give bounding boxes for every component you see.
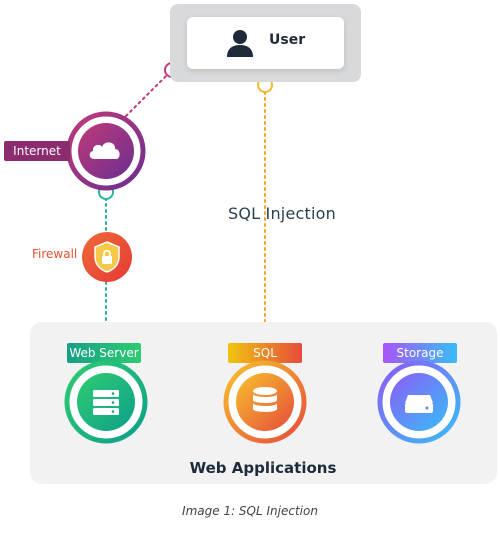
web-applications-title: Web Applications bbox=[189, 459, 337, 477]
firewall-node bbox=[82, 232, 132, 282]
database-icon bbox=[253, 387, 277, 412]
user-label: User bbox=[269, 32, 306, 48]
firewall-label: Firewall bbox=[32, 247, 78, 261]
shield-lock-icon bbox=[94, 241, 120, 273]
storage-node bbox=[377, 360, 461, 444]
sql-node bbox=[223, 360, 307, 444]
internet-node bbox=[66, 111, 146, 191]
server-icon bbox=[93, 390, 119, 415]
storage-drive-icon bbox=[405, 395, 433, 413]
user-node: User bbox=[187, 17, 344, 69]
internet-label: Internet bbox=[4, 141, 70, 161]
storage-label: Storage bbox=[383, 343, 457, 363]
web-server-node bbox=[64, 360, 148, 444]
sql-injection-label: SQL Injection bbox=[228, 204, 336, 223]
web-server-label: Web Server bbox=[67, 343, 141, 363]
cloud-icon bbox=[89, 142, 120, 159]
user-icon bbox=[227, 30, 253, 57]
sql-label: SQL bbox=[228, 343, 302, 363]
figure-caption: Image 1: SQL Injection bbox=[182, 504, 318, 518]
